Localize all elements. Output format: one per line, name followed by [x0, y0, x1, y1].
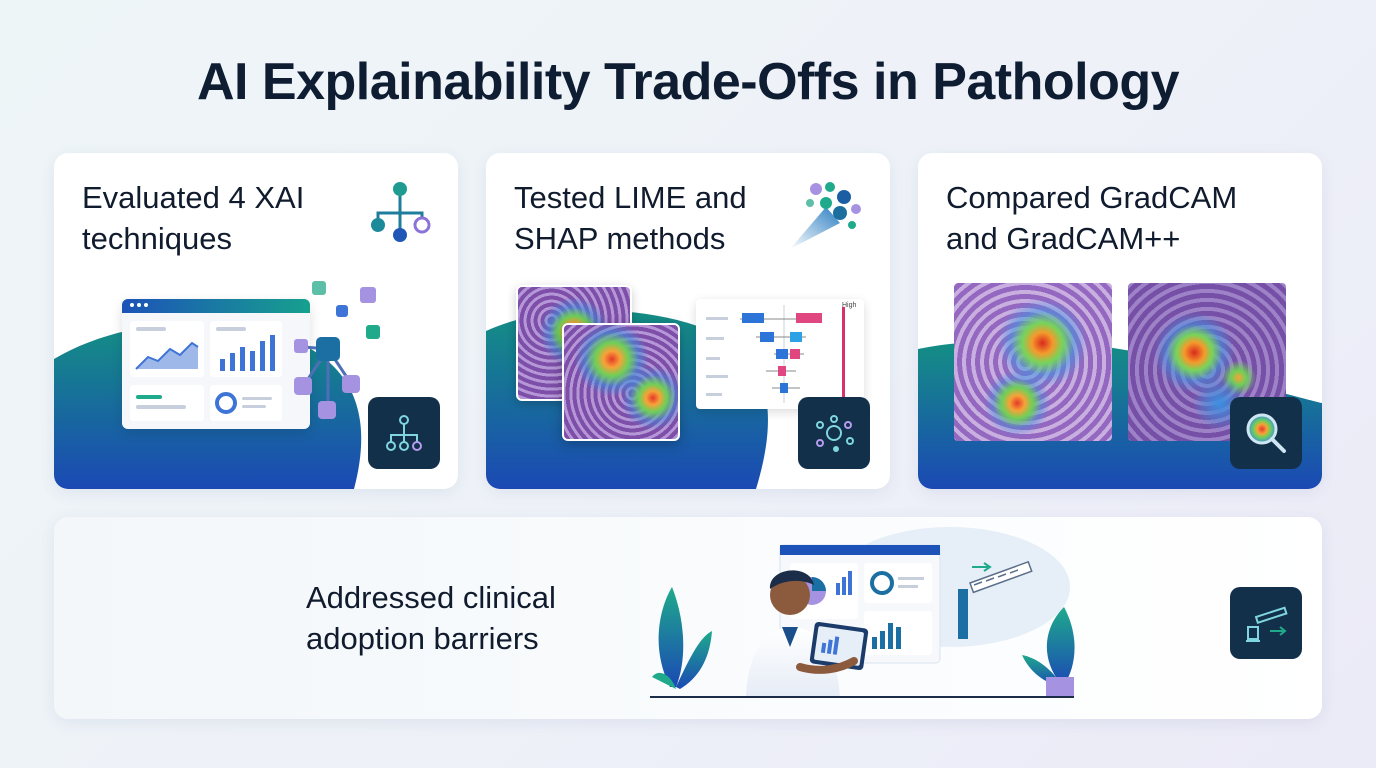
page-title: AI Explainability Trade-Offs in Patholog… — [196, 53, 1180, 111]
shap-bars — [706, 305, 845, 403]
dashboard-window — [122, 299, 310, 429]
particles-badge — [798, 397, 870, 469]
magnifier-heatmap-icon — [1246, 413, 1286, 453]
barrier-gate-icon — [1246, 606, 1288, 642]
card-title: Compared GradCAM and GradCAM++ — [946, 180, 1238, 256]
shap-plot: High — [696, 299, 864, 409]
node-network — [294, 281, 380, 419]
hierarchy-badge — [368, 397, 440, 469]
hierarchy-icon — [371, 182, 431, 242]
particles-icon — [816, 415, 854, 452]
shap-axis-label: High — [842, 302, 857, 309]
card-clinical-adoption: Addressed clinical adoption barriers — [54, 517, 1322, 719]
card-lime-shap: Tested LIME and SHAP methods — [486, 153, 890, 489]
card-title: Tested LIME and SHAP methods — [514, 180, 747, 256]
gradcam-image — [954, 283, 1112, 441]
card-gradcam: Compared GradCAM and GradCAM++ — [918, 153, 1322, 489]
card-title: Evaluated 4 XAI techniques — [82, 180, 305, 256]
lime-tissue-image-2 — [562, 323, 680, 441]
magnifier-badge — [1230, 397, 1302, 469]
barrier-badge — [1230, 587, 1302, 659]
particles-icon — [790, 182, 861, 249]
card-xai-techniques: Evaluated 4 XAI techniques — [54, 153, 458, 489]
card-title: Addressed clinical adoption barriers — [306, 580, 556, 656]
clinician-scene — [650, 527, 1075, 698]
dashboard-charts — [130, 321, 282, 421]
hierarchy-icon — [386, 415, 422, 451]
